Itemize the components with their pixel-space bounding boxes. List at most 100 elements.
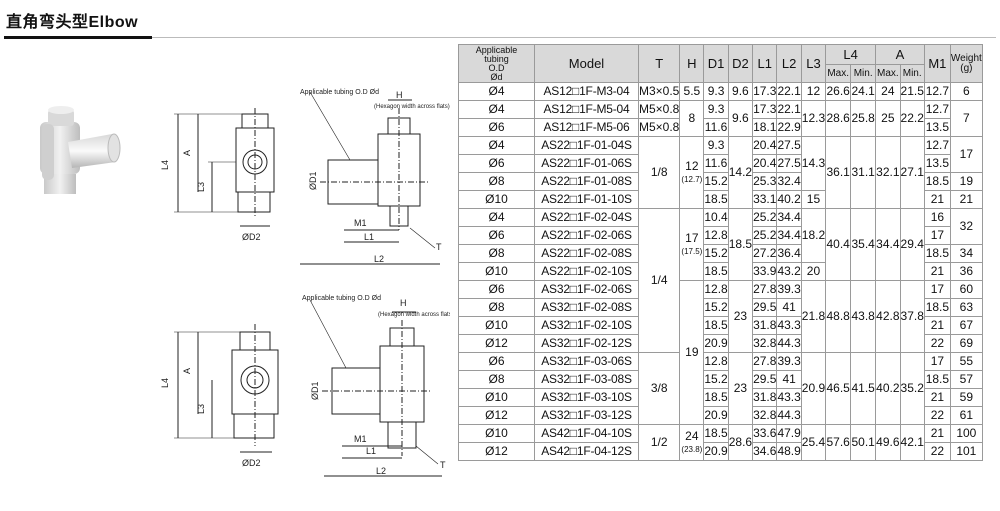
table-cell: 17 [949, 136, 983, 173]
table-cell: 34.4 [875, 208, 901, 281]
label-h-top: H [396, 90, 403, 100]
table-cell: 12.7 [923, 82, 951, 101]
table-cell: 18.5 [727, 208, 754, 281]
table-cell: 15.2 [703, 370, 729, 389]
table-cell: 9.3 [703, 100, 729, 119]
table-cell: 35.4 [850, 208, 877, 281]
title-rule [152, 37, 996, 38]
table-cell: 18.1 [752, 118, 778, 137]
table-cell: 39.3 [776, 352, 802, 371]
table-cell: 43.3 [776, 316, 802, 335]
table-cell: 12.8 [703, 352, 729, 371]
table-cell: 14.2 [727, 136, 754, 209]
table-cell: 12(12.7) [679, 136, 705, 209]
side-view-top [300, 91, 440, 265]
table-cell: 15.2 [703, 172, 729, 191]
table-cell: 5.5 [679, 82, 705, 101]
table-cell: Ø8 [458, 244, 535, 263]
table-cell: 6 [949, 82, 983, 101]
table-cell: 22.1 [776, 82, 802, 101]
table-cell: Ø10 [458, 190, 535, 209]
table-cell: 26.6 [825, 82, 852, 101]
table-cell: 1/8 [637, 136, 681, 209]
table-cell: 40.4 [825, 208, 852, 281]
table-cell: 9.3 [703, 136, 729, 155]
table-cell: Ø10 [458, 262, 535, 281]
table-cell: 48.8 [825, 280, 852, 353]
table-cell: 22 [923, 334, 951, 353]
table-cell: 23 [727, 352, 754, 425]
table-cell: AS32□1F-02-10S [534, 316, 639, 335]
header-model: Model [534, 44, 639, 83]
label-a: A [182, 150, 192, 156]
table-cell: 69 [949, 334, 983, 353]
table-cell: AS32□1F-03-06S [534, 352, 639, 371]
table-cell: 22.2 [899, 100, 925, 137]
table-cell: AS12□1F-M5-04 [534, 100, 639, 119]
table-cell: 17 [923, 352, 951, 371]
table-cell: 47.9 [776, 424, 802, 443]
table-cell: 63 [949, 298, 983, 317]
header-weight: Weight(g) [949, 44, 983, 83]
header-t: T [637, 44, 681, 83]
table-cell: 18.5 [703, 388, 729, 407]
label-tubing-top: Applicable tubing O.D Ød [300, 89, 379, 96]
table-cell: 12.3 [800, 100, 827, 137]
table-cell: AS22□1F-01-04S [534, 136, 639, 155]
header-h: H [679, 44, 705, 83]
table-cell: 61 [949, 406, 983, 425]
table-cell: 20.9 [703, 442, 729, 461]
table-cell: AS22□1F-01-08S [534, 172, 639, 191]
header-a-max: Max. [875, 64, 901, 83]
table-cell: AS12□1F-M5-06 [534, 118, 639, 137]
table-cell: 27.5 [776, 154, 802, 173]
table-cell: 9.6 [727, 82, 754, 101]
label-l2-bottom: L2 [376, 466, 386, 476]
table-row: Ø4 AS12□1F-M3-04 M3×0.5 5.5 9.3 9.6 17.3… [458, 82, 983, 101]
header-l2: L2 [776, 44, 802, 83]
table-cell: 60 [949, 280, 983, 299]
label-d2-b: ØD2 [242, 458, 261, 468]
label-m1-top: M1 [354, 218, 367, 228]
table-row: Ø8 AS22□1F-02-08S 15.2 27.2 36.4 18.5 34 [458, 244, 983, 263]
table-cell: 15.2 [703, 298, 729, 317]
table-cell: 57 [949, 370, 983, 389]
table-cell: 27.1 [899, 136, 925, 209]
table-cell: 34.4 [776, 226, 802, 245]
table-cell: 33.6 [752, 424, 778, 443]
table-row: Ø6 AS32□1F-03-06S 3/8 12.8 23 27.8 39.3 … [458, 352, 983, 425]
table-cell: 25.4 [800, 424, 827, 461]
label-l4: L4 [160, 160, 170, 170]
table-cell: 29.4 [899, 208, 925, 281]
table-cell: AS32□1F-03-10S [534, 388, 639, 407]
label-l4-b: L4 [160, 378, 170, 388]
header-l4-max: Max. [825, 64, 852, 83]
front-view-bottom [174, 324, 279, 453]
table-cell: Ø6 [458, 352, 535, 371]
table-cell: 48.9 [776, 442, 802, 461]
table-cell: Ø10 [458, 316, 535, 335]
table-cell: 18.5 [923, 370, 951, 389]
table-cell: M5×0.8 [637, 118, 681, 137]
table-cell: 57.6 [825, 424, 852, 461]
header-l4-min: Min. [850, 64, 877, 83]
table-cell: 15 [800, 190, 827, 209]
table-cell: 24.1 [850, 82, 877, 101]
table-cell: 100 [949, 424, 983, 443]
table-cell: 9.3 [703, 82, 729, 101]
label-hex-top: (Hexagon width across flats) [374, 104, 450, 110]
table-cell: 35.2 [899, 352, 925, 425]
table-cell: 24 [875, 82, 901, 101]
table-row: Ø10 AS22□1F-01-10S 18.5 33.1 40.2 15 21 … [458, 190, 983, 209]
table-cell: 20.4 [752, 136, 778, 155]
table-cell: 18.5 [703, 316, 729, 335]
label-d2: ØD2 [242, 232, 261, 242]
table-cell: 17 [923, 280, 951, 299]
table-cell: 1/2 [637, 424, 681, 461]
table-cell: AS42□1F-04-12S [534, 442, 639, 461]
table-cell: 29.5 [752, 370, 778, 389]
table-row: Ø4 AS12□1F-M5-04 M5×0.8 8 9.3 9.6 17.3 2… [458, 100, 983, 137]
table-cell: 32.4 [776, 172, 802, 191]
table-cell: 18.5 [923, 298, 951, 317]
table-cell: 18.2 [800, 208, 827, 263]
